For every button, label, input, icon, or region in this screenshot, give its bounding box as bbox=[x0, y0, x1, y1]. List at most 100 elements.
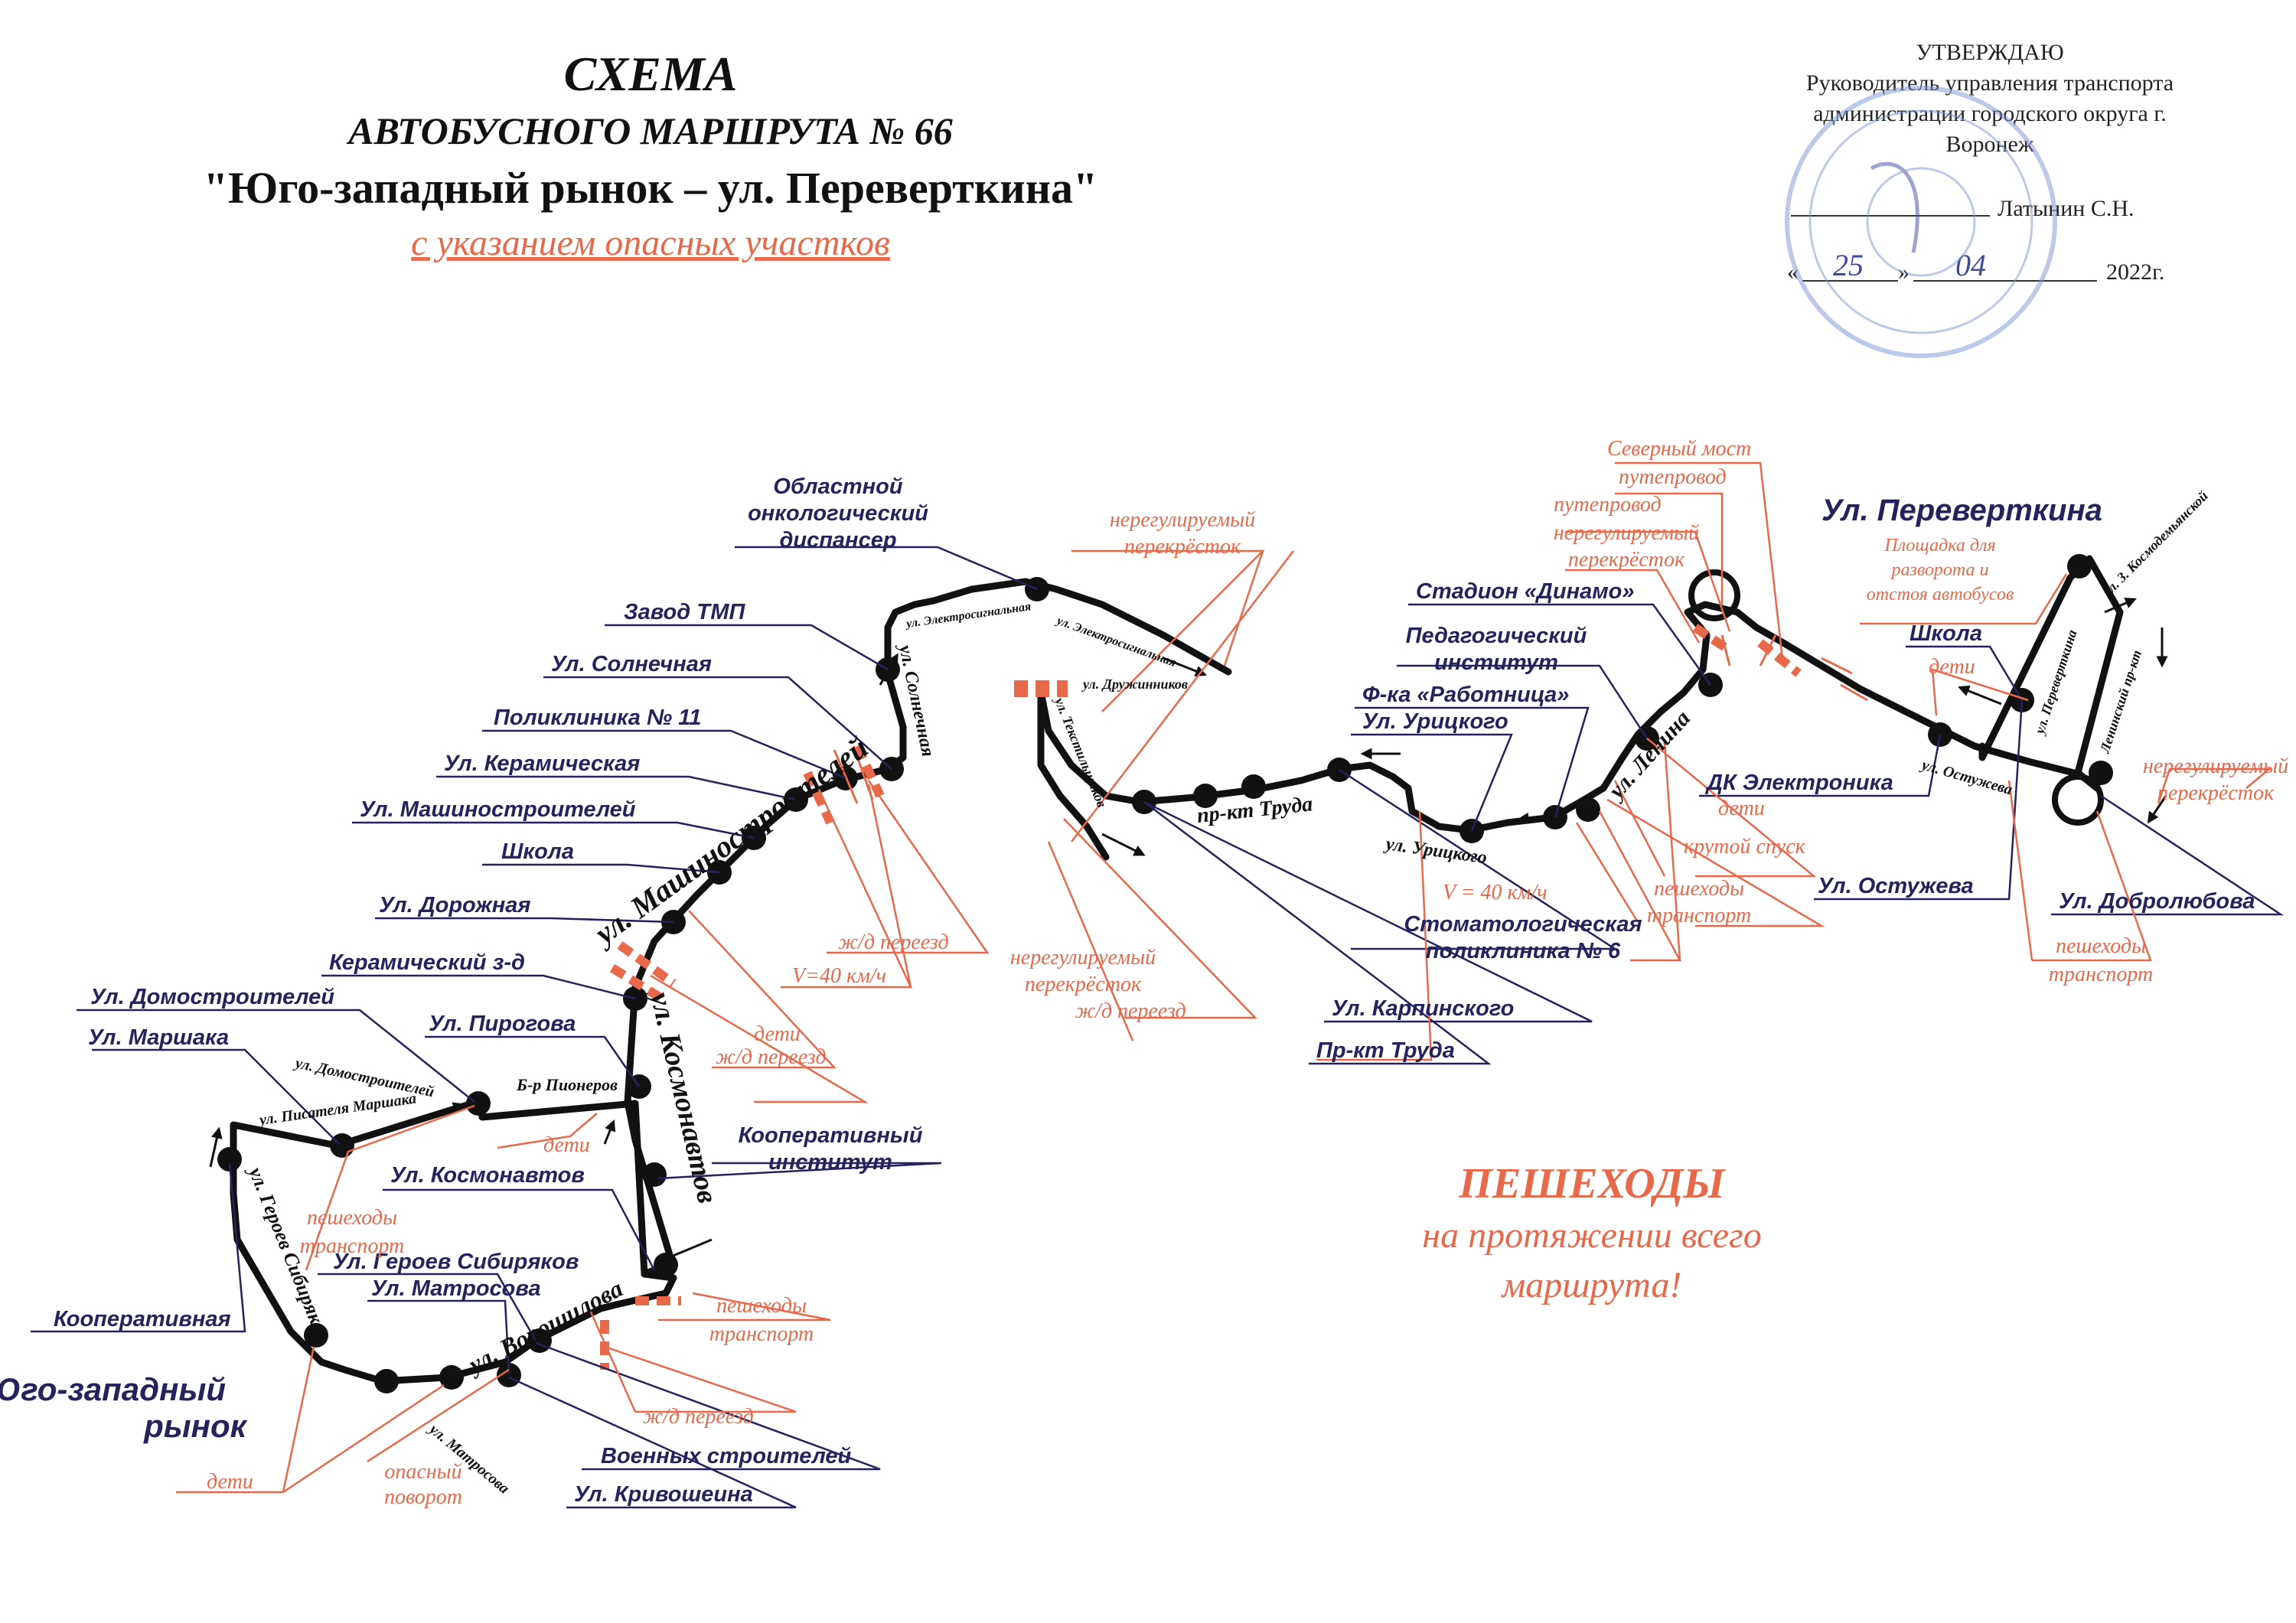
stop-leaders bbox=[31, 546, 2285, 1509]
stop-label-kosmonavtov: Ул. Космонавтов bbox=[390, 1163, 585, 1188]
hazard-label: Площадка для bbox=[1883, 536, 1995, 556]
stop-dot bbox=[1193, 784, 1218, 808]
hazard-label: путепровод bbox=[1554, 493, 1662, 517]
stop-dot bbox=[304, 1323, 328, 1348]
hazard-label: перекрёсток bbox=[1568, 548, 1685, 572]
stop-label-ped-1: Педагогический bbox=[1406, 624, 1587, 648]
note-line1: ПЕШЕХОДЫ bbox=[1458, 1160, 1726, 1207]
note-line3: маршрута! bbox=[1501, 1265, 1682, 1305]
stadium-loop bbox=[1688, 569, 1740, 621]
stop-label-dk-elektronika: ДК Электроника bbox=[1704, 771, 1893, 795]
stop-dot bbox=[1576, 797, 1600, 822]
stop-dot bbox=[330, 1133, 354, 1158]
pedestrian-note: ПЕШЕХОДЫ на протяжении всего маршрута! bbox=[1422, 1160, 1761, 1305]
hazard-label: V = 40 км/ч bbox=[1443, 881, 1548, 904]
hazard-label: ж/д переезд bbox=[1075, 999, 1186, 1023]
hazard-label: поворот bbox=[384, 1485, 462, 1509]
stop-label-dinamo: Стадион «Динамо» bbox=[1416, 579, 1635, 604]
hazard-label: нерегулируемый bbox=[1110, 508, 1255, 532]
street-label: ул. З. Космодемьянской bbox=[2099, 488, 2211, 601]
street-label: Б-р Пионеров bbox=[516, 1075, 618, 1094]
hazard-label: опасный bbox=[384, 1460, 461, 1484]
stop-label-keramicheskaya: Ул. Керамическая bbox=[444, 751, 640, 776]
hazard-label: дети bbox=[207, 1470, 253, 1494]
stop-dot bbox=[439, 1365, 464, 1390]
approval-block: УТВЕРЖДАЮ Руководитель управления трансп… bbox=[1787, 40, 2174, 285]
stop-label-domostroiteley: Ул. Домостроителей bbox=[90, 985, 334, 1009]
approval-signer: Латынин С.Н. bbox=[1998, 196, 2135, 221]
stop-dot bbox=[2067, 554, 2092, 578]
hazard-label: перекрёсток bbox=[2157, 781, 2275, 805]
hazard-labels: дети опасный поворот пешеходы транспорт … bbox=[207, 437, 2288, 1509]
hazard-label: путепровод bbox=[1619, 465, 1727, 489]
hazard-label: разворота и bbox=[1890, 560, 1988, 580]
stop-dot bbox=[217, 1147, 242, 1172]
street-label: ул. Электросигнальная bbox=[1054, 614, 1178, 670]
stop-label-dorozhnaya: Ул. Дорожная bbox=[379, 893, 530, 917]
stop-dot bbox=[497, 1363, 521, 1387]
hazard-label: нерегулируемый bbox=[2143, 754, 2288, 778]
stop-label-kooperativnaya: Кооперативная bbox=[54, 1307, 231, 1331]
hazard-label: пешеходы bbox=[1654, 877, 1744, 901]
stop-label-geroev-sibiryakov: Ул. Героев Сибиряков bbox=[333, 1250, 579, 1274]
hazard-label: ж/д переезд bbox=[643, 1405, 754, 1429]
hazard-label: дети bbox=[1718, 797, 1765, 820]
stop-label-matrosova: Ул. Матросова bbox=[371, 1276, 541, 1301]
street-label: ул. Домостроителей bbox=[292, 1054, 435, 1100]
hazard-label: транспорт bbox=[2049, 963, 2153, 986]
stop-dot bbox=[2089, 761, 2113, 785]
street-label: ул. Писателя Маршака bbox=[257, 1090, 418, 1129]
stop-label-onko-2: онкологический bbox=[748, 501, 928, 526]
hazard-label: транспорт bbox=[300, 1234, 404, 1258]
stamp-mark: . bbox=[2181, 759, 2183, 768]
stop-dot bbox=[1241, 774, 1266, 799]
hazard-label: пешеходы bbox=[307, 1206, 397, 1230]
title-scheme: СХЕМА bbox=[564, 47, 738, 101]
hazard-label: перекрёсток bbox=[1124, 535, 1241, 559]
approval-line1: Руководитель управления транспорта bbox=[1806, 70, 2174, 96]
hazard-label: V=40 км/ч bbox=[792, 964, 886, 988]
stop-dot bbox=[374, 1369, 399, 1393]
stop-label-shkola-1: Школа bbox=[501, 839, 574, 864]
hazard-label: дети bbox=[1929, 655, 1975, 679]
street-label: ул. Дружинников bbox=[1081, 676, 1188, 692]
stop-label-ped-2: институт bbox=[1434, 650, 1558, 675]
hazard-label: дети bbox=[543, 1133, 590, 1157]
stop-label-onko-1: Областной bbox=[773, 474, 902, 499]
stop-label-marshaka: Ул. Маршака bbox=[88, 1025, 229, 1050]
route-arrows bbox=[209, 598, 2168, 1263]
seal-stamp bbox=[1785, 86, 2057, 358]
hazard-label: транспорт bbox=[709, 1322, 814, 1346]
hazard-label: пешеходы bbox=[2056, 934, 2146, 958]
title-route-number: АВТОБУСНОГО МАРШРУТА № 66 bbox=[346, 109, 952, 152]
title-block: СХЕМА АВТОБУСНОГО МАРШРУТА № 66 "Юго-зап… bbox=[204, 47, 1097, 263]
hazard-label: Северный мост bbox=[1607, 437, 1751, 461]
hazard-crossings bbox=[600, 624, 1802, 1370]
stop-dot bbox=[654, 1253, 678, 1277]
title-route-name: "Юго-западный рынок – ул. Переверткина" bbox=[204, 163, 1097, 213]
approval-year: 2022г. bbox=[2106, 259, 2164, 285]
stop-label-kooperativny-institut-2: институт bbox=[768, 1150, 892, 1175]
stop-label-onko-3: диспансер bbox=[779, 528, 896, 552]
hazard-label: ж/д переезд bbox=[838, 930, 949, 954]
stop-label-keramichesky-zd: Керамический з-д bbox=[329, 950, 525, 975]
stop-label-uritskogo: Ул. Урицкого bbox=[1362, 709, 1508, 734]
hazard-label: нерегулируемый bbox=[1010, 946, 1156, 970]
stop-label-poliklinika-11: Поликлиника № 11 bbox=[494, 706, 701, 730]
hazard-leaders bbox=[176, 461, 2272, 1494]
hazard-label: пешеходы bbox=[716, 1294, 807, 1318]
stop-label-pr-kt-truda: Пр-кт Труда bbox=[1316, 1038, 1455, 1063]
approval-month: 04 bbox=[1955, 248, 1986, 282]
stop-label-krivosheina: Ул. Кривошеина bbox=[574, 1482, 753, 1507]
hazard-label: перекрёсток bbox=[1025, 973, 1142, 996]
stop-label-zavod-tmp: Завод ТМП bbox=[624, 600, 745, 624]
hazard-label: отстоя автобусов bbox=[1867, 585, 2014, 605]
stop-label-stomat-2: поликлиника № 6 bbox=[1426, 939, 1621, 963]
stop-label-mashinostroiteley: Ул. Машиностроителей bbox=[360, 797, 636, 822]
stop-labels: Юго-западный рынок Кооперативная Ул. Мар… bbox=[0, 474, 2255, 1507]
approval-day: 25 bbox=[1833, 248, 1864, 282]
stop-label-perevertkina: Ул. Переверткина bbox=[1821, 494, 2102, 527]
stop-label-shkola-2: Школа bbox=[1910, 621, 1982, 646]
stop-label-yugo-zapadny: Юго-западный bbox=[0, 1371, 226, 1407]
stop-label-dobrolyubova: Ул. Добролюбова bbox=[2059, 889, 2255, 914]
